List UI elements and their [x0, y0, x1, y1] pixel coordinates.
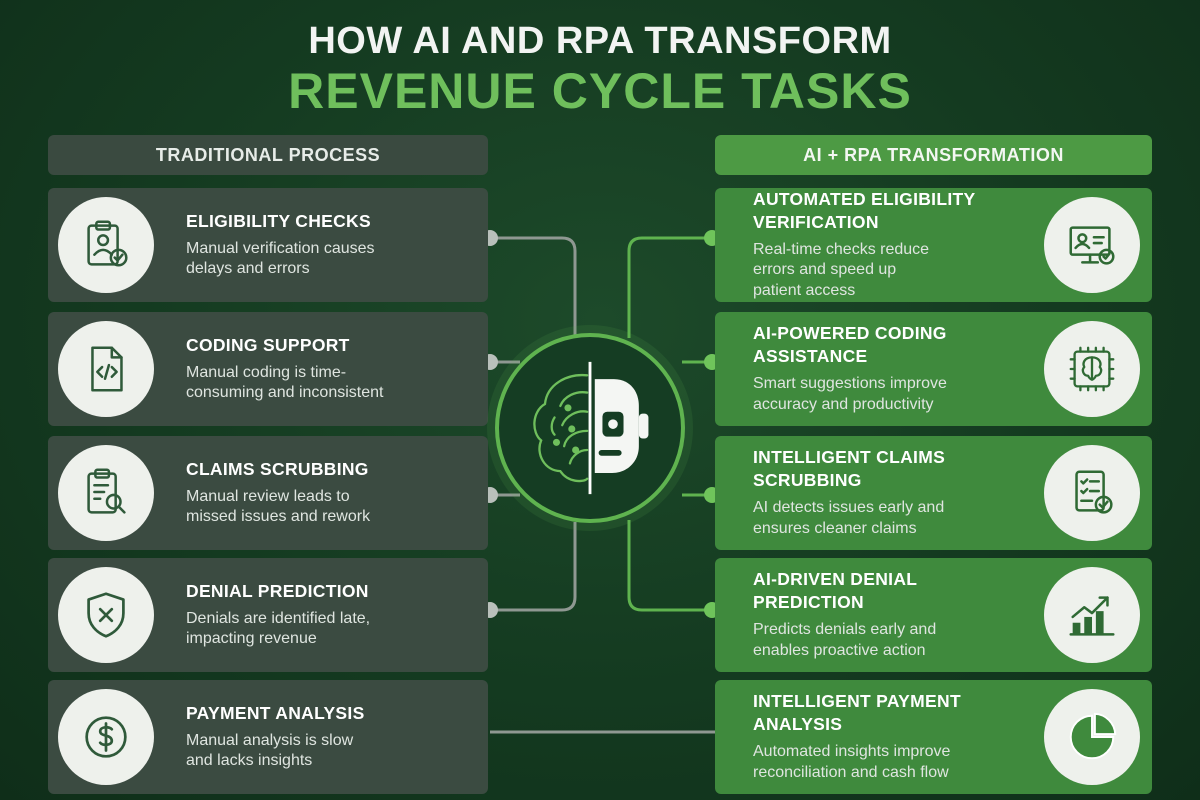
traditional-process-header: TRADITIONAL PROCESS	[48, 135, 488, 175]
dollar-coin-icon	[58, 689, 154, 785]
connector-left-4	[490, 522, 577, 612]
card-title: INTELLIGENT PAYMENT ANALYSIS	[753, 690, 1023, 736]
card-title: AUTOMATED ELIGIBILITY VERIFICATION	[753, 188, 1023, 234]
desc-line: impacting revenue	[186, 630, 317, 648]
card-description: AI detects issues early and ensures clea…	[753, 498, 1023, 540]
connector-right-4	[627, 520, 712, 612]
transformation-card-payment: INTELLIGENT PAYMENT ANALYSIS Automated i…	[715, 680, 1152, 794]
card-title: ELIGIBILITY CHECKS	[186, 210, 371, 231]
card-description: Predicts denials early and enables proac…	[753, 620, 1023, 662]
card-title: AI-POWERED CODING ASSISTANCE	[753, 322, 1023, 368]
desc-line: delays and errors	[186, 260, 310, 278]
desc-line: accuracy and productivity	[753, 395, 934, 413]
traditional-card-claims: CLAIMS SCRUBBING Manual review leads to …	[48, 436, 488, 550]
desc-line: ensures cleaner claims	[753, 519, 917, 537]
clipboard-magnifier-icon	[58, 445, 154, 541]
desc-line: patient access	[753, 282, 856, 300]
title-line-1: HOW AI AND RPA TRANSFORM	[308, 20, 892, 62]
title-line: SCRUBBING	[753, 470, 862, 491]
clipboard-user-check-icon	[58, 197, 154, 293]
title-line: VERIFICATION	[753, 211, 879, 232]
desc-line: Real-time checks reduce	[753, 240, 930, 258]
desc-line: and lacks insights	[186, 752, 313, 770]
connector-right-1	[627, 236, 712, 338]
title-line: INTELLIGENT CLAIMS	[753, 447, 946, 468]
traditional-card-eligibility: ELIGIBILITY CHECKS Manual verification c…	[48, 188, 488, 302]
transformation-card-denial: AI-DRIVEN DENIAL PREDICTION Predicts den…	[715, 558, 1152, 672]
title-line: AI-DRIVEN DENIAL	[753, 569, 918, 590]
connector-left-1	[490, 236, 577, 335]
transformation-card-claims: INTELLIGENT CLAIMS SCRUBBING AI detects …	[715, 436, 1152, 550]
traditional-card-denial: DENIAL PREDICTION Denials are identified…	[48, 558, 488, 672]
transformation-card-coding: AI-POWERED CODING ASSISTANCE Smart sugge…	[715, 312, 1152, 426]
desc-line: Smart suggestions improve	[753, 374, 947, 392]
title-line: AUTOMATED ELIGIBILITY	[753, 189, 976, 210]
desc-line: errors and speed up	[753, 261, 897, 279]
title-line: AI-POWERED CODING	[753, 323, 947, 344]
title-line-2: REVENUE CYCLE TASKS	[288, 63, 912, 119]
desc-line: missed issues and rework	[186, 508, 371, 526]
card-description: Manual review leads to missed issues and…	[186, 487, 476, 529]
card-description: Real-time checks reduce errors and speed…	[753, 240, 1023, 302]
desc-line: Automated insights improve	[753, 742, 951, 760]
card-title: DENIAL PREDICTION	[186, 580, 369, 601]
desc-line: Manual verification causes	[186, 239, 375, 257]
card-title: AI-DRIVEN DENIAL PREDICTION	[753, 568, 1023, 614]
title-line: INTELLIGENT PAYMENT	[753, 691, 961, 712]
card-description: Automated insights improve reconciliatio…	[753, 742, 1023, 784]
desc-line: Manual review leads to	[186, 487, 350, 505]
desc-line: Manual analysis is slow	[186, 731, 354, 749]
brain-chip-icon	[1044, 321, 1140, 417]
ai-rpa-transformation-header: AI + RPA TRANSFORMATION	[715, 135, 1152, 175]
traditional-card-payment: PAYMENT ANALYSIS Manual analysis is slow…	[48, 680, 488, 794]
desc-line: Manual coding is time-	[186, 363, 347, 381]
pie-chart-icon	[1044, 689, 1140, 785]
title-line: PREDICTION	[753, 592, 864, 613]
desc-line: AI detects issues early and	[753, 498, 945, 516]
card-description: Smart suggestions improve accuracy and p…	[753, 374, 1023, 416]
card-title: PAYMENT ANALYSIS	[186, 702, 365, 723]
card-title: CLAIMS SCRUBBING	[186, 458, 369, 479]
title-line: ANALYSIS	[753, 714, 843, 735]
document-check-icon	[1044, 445, 1140, 541]
card-title: CODING SUPPORT	[186, 334, 350, 355]
traditional-card-coding: CODING SUPPORT Manual coding is time- co…	[48, 312, 488, 426]
desc-line: consuming and inconsistent	[186, 384, 384, 402]
desc-line: Predicts denials early and	[753, 620, 937, 638]
card-description: Manual verification causes delays and er…	[186, 239, 476, 281]
desc-line: Denials are identified late,	[186, 609, 371, 627]
desc-line: enables proactive action	[753, 641, 926, 659]
card-title: INTELLIGENT CLAIMS SCRUBBING	[753, 446, 1023, 492]
growth-chart-icon	[1044, 567, 1140, 663]
brain-robot-icon	[495, 333, 685, 523]
transformation-card-eligibility: AUTOMATED ELIGIBILITY VERIFICATION Real-…	[715, 188, 1152, 302]
card-description: Denials are identified late, impacting r…	[186, 609, 476, 651]
monitor-user-check-icon	[1044, 197, 1140, 293]
title-line: ASSISTANCE	[753, 346, 868, 367]
card-description: Manual analysis is slow and lacks insigh…	[186, 731, 476, 773]
code-document-icon	[58, 321, 154, 417]
desc-line: reconciliation and cash flow	[753, 763, 949, 781]
shield-x-icon	[58, 567, 154, 663]
card-description: Manual coding is time- consuming and inc…	[186, 363, 476, 405]
